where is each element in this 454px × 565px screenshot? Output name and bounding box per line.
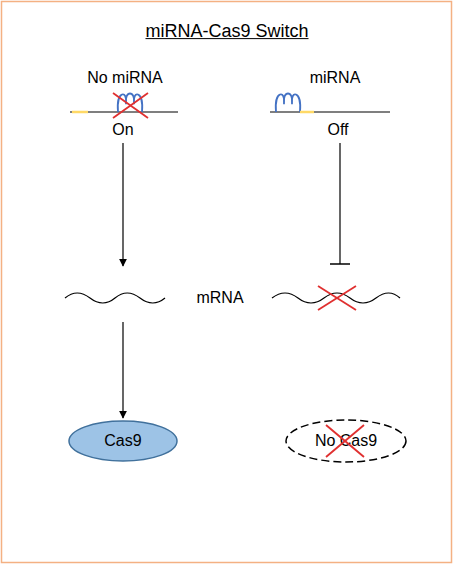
inhibition-line bbox=[339, 143, 340, 264]
ellipse-outline bbox=[69, 421, 177, 461]
cross-mark bbox=[113, 93, 148, 118]
mrna-strand bbox=[65, 293, 165, 303]
gene-line bbox=[270, 111, 390, 112]
diagram-label: miRNA bbox=[310, 69, 361, 87]
target-site bbox=[72, 111, 88, 114]
inhibition-bar bbox=[330, 263, 350, 265]
diagram-label: Off bbox=[327, 121, 348, 139]
cross-mark bbox=[113, 93, 148, 118]
diagram-label: No miRNA bbox=[87, 69, 163, 87]
absent-protein-ellipse: No Cas9 bbox=[285, 419, 407, 463]
cross-mark bbox=[318, 286, 356, 310]
mirna-hairpin bbox=[118, 94, 142, 113]
cross-mark bbox=[318, 286, 356, 310]
mirna-hairpin bbox=[276, 94, 300, 113]
mrna-strand bbox=[272, 293, 400, 303]
ellipse-outline bbox=[286, 420, 406, 462]
gene-line bbox=[70, 111, 178, 112]
diagram-label: mRNA bbox=[196, 289, 243, 307]
node-label: No Cas9 bbox=[315, 432, 377, 450]
target-site bbox=[300, 111, 314, 114]
translation-arrow bbox=[122, 322, 123, 418]
node-label: Cas9 bbox=[104, 432, 141, 450]
protein-ellipse: Cas9 bbox=[68, 420, 178, 462]
activation-arrow bbox=[122, 143, 123, 266]
diagram-title: miRNA-Cas9 Switch bbox=[145, 22, 308, 42]
diagram-label: On bbox=[112, 121, 133, 139]
